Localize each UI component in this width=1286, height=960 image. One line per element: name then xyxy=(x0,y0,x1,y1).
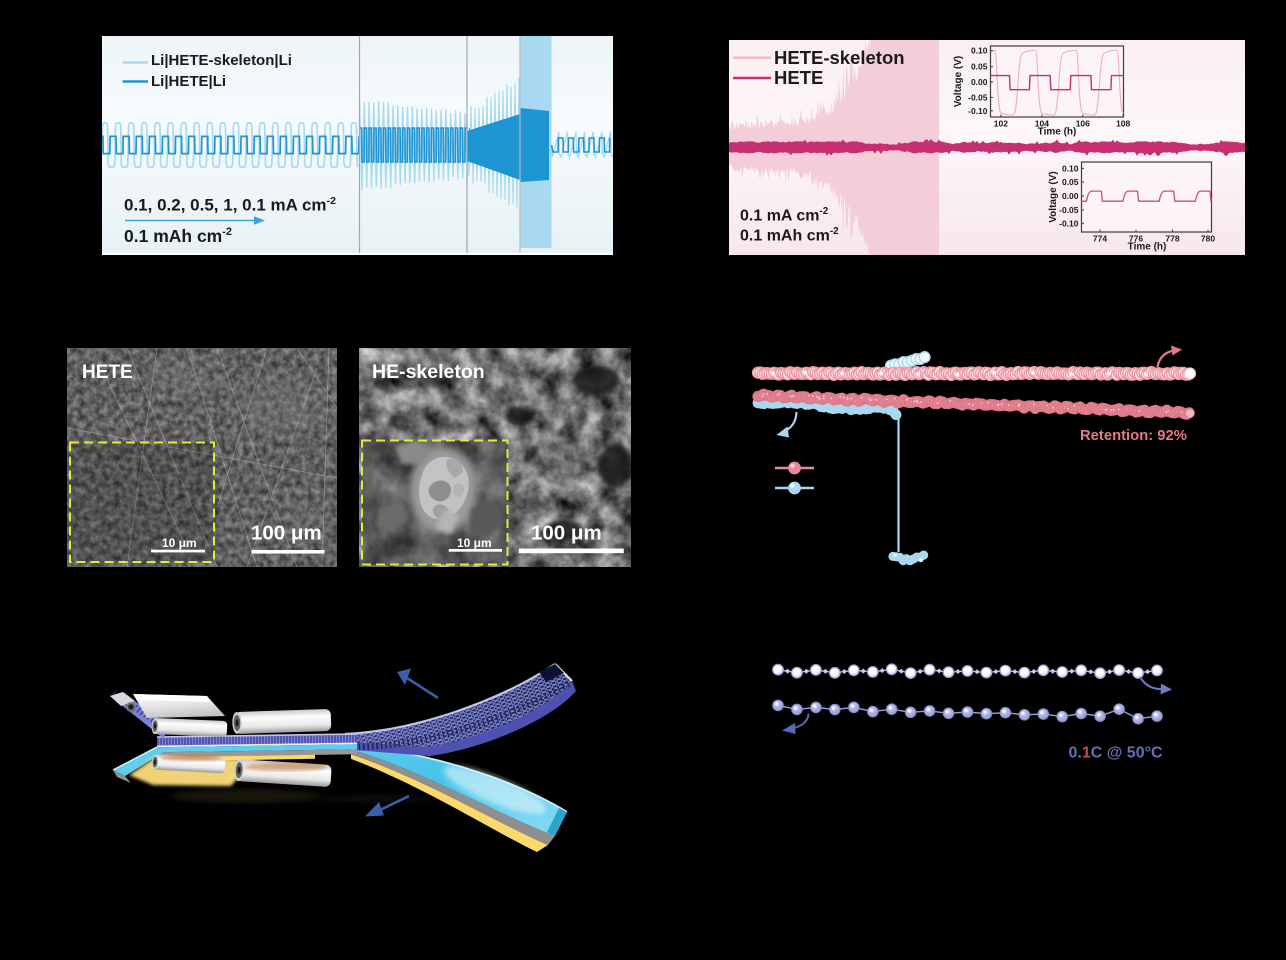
svg-text:0.05: 0.05 xyxy=(971,62,988,72)
svg-text:778: 778 xyxy=(1165,234,1179,244)
svg-text:776: 776 xyxy=(1129,234,1143,244)
svg-text:100 μm: 100 μm xyxy=(531,522,602,545)
svg-text:108: 108 xyxy=(1116,119,1130,129)
svg-text:HE-skeleton: HE-skeleton xyxy=(372,361,485,383)
svg-text:104: 104 xyxy=(1035,119,1049,129)
svg-text:100 μm: 100 μm xyxy=(251,522,322,545)
svg-text:780: 780 xyxy=(1201,234,1215,244)
svg-text:10 μm: 10 μm xyxy=(457,536,492,550)
svg-text:Voltage (V): Voltage (V) xyxy=(953,56,964,107)
svg-text:106: 106 xyxy=(1076,119,1090,129)
svg-text:774: 774 xyxy=(1093,234,1107,244)
svg-text:0.05: 0.05 xyxy=(1062,177,1079,187)
svg-text:0.00: 0.00 xyxy=(971,77,988,87)
svg-text:HETE: HETE xyxy=(82,362,133,383)
svg-text:-0.10: -0.10 xyxy=(968,106,988,116)
svg-text:10 μm: 10 μm xyxy=(162,536,197,550)
svg-text:Time (h): Time (h) xyxy=(1128,242,1167,253)
svg-text:Voltage (V): Voltage (V) xyxy=(1048,171,1059,222)
svg-text:0.10: 0.10 xyxy=(971,46,988,56)
svg-text:Retention: 92%: Retention: 92% xyxy=(1080,428,1187,444)
svg-text:0.10: 0.10 xyxy=(1062,163,1079,173)
svg-text:-0.05: -0.05 xyxy=(1059,205,1079,215)
svg-text:-0.10: -0.10 xyxy=(1059,218,1079,228)
svg-text:0.00: 0.00 xyxy=(1062,191,1079,201)
svg-text:Time (h): Time (h) xyxy=(1038,127,1077,138)
svg-text:0.1C @ 50°C: 0.1C @ 50°C xyxy=(1069,745,1163,762)
svg-text:102: 102 xyxy=(994,119,1008,129)
svg-text:-0.05: -0.05 xyxy=(968,93,988,103)
